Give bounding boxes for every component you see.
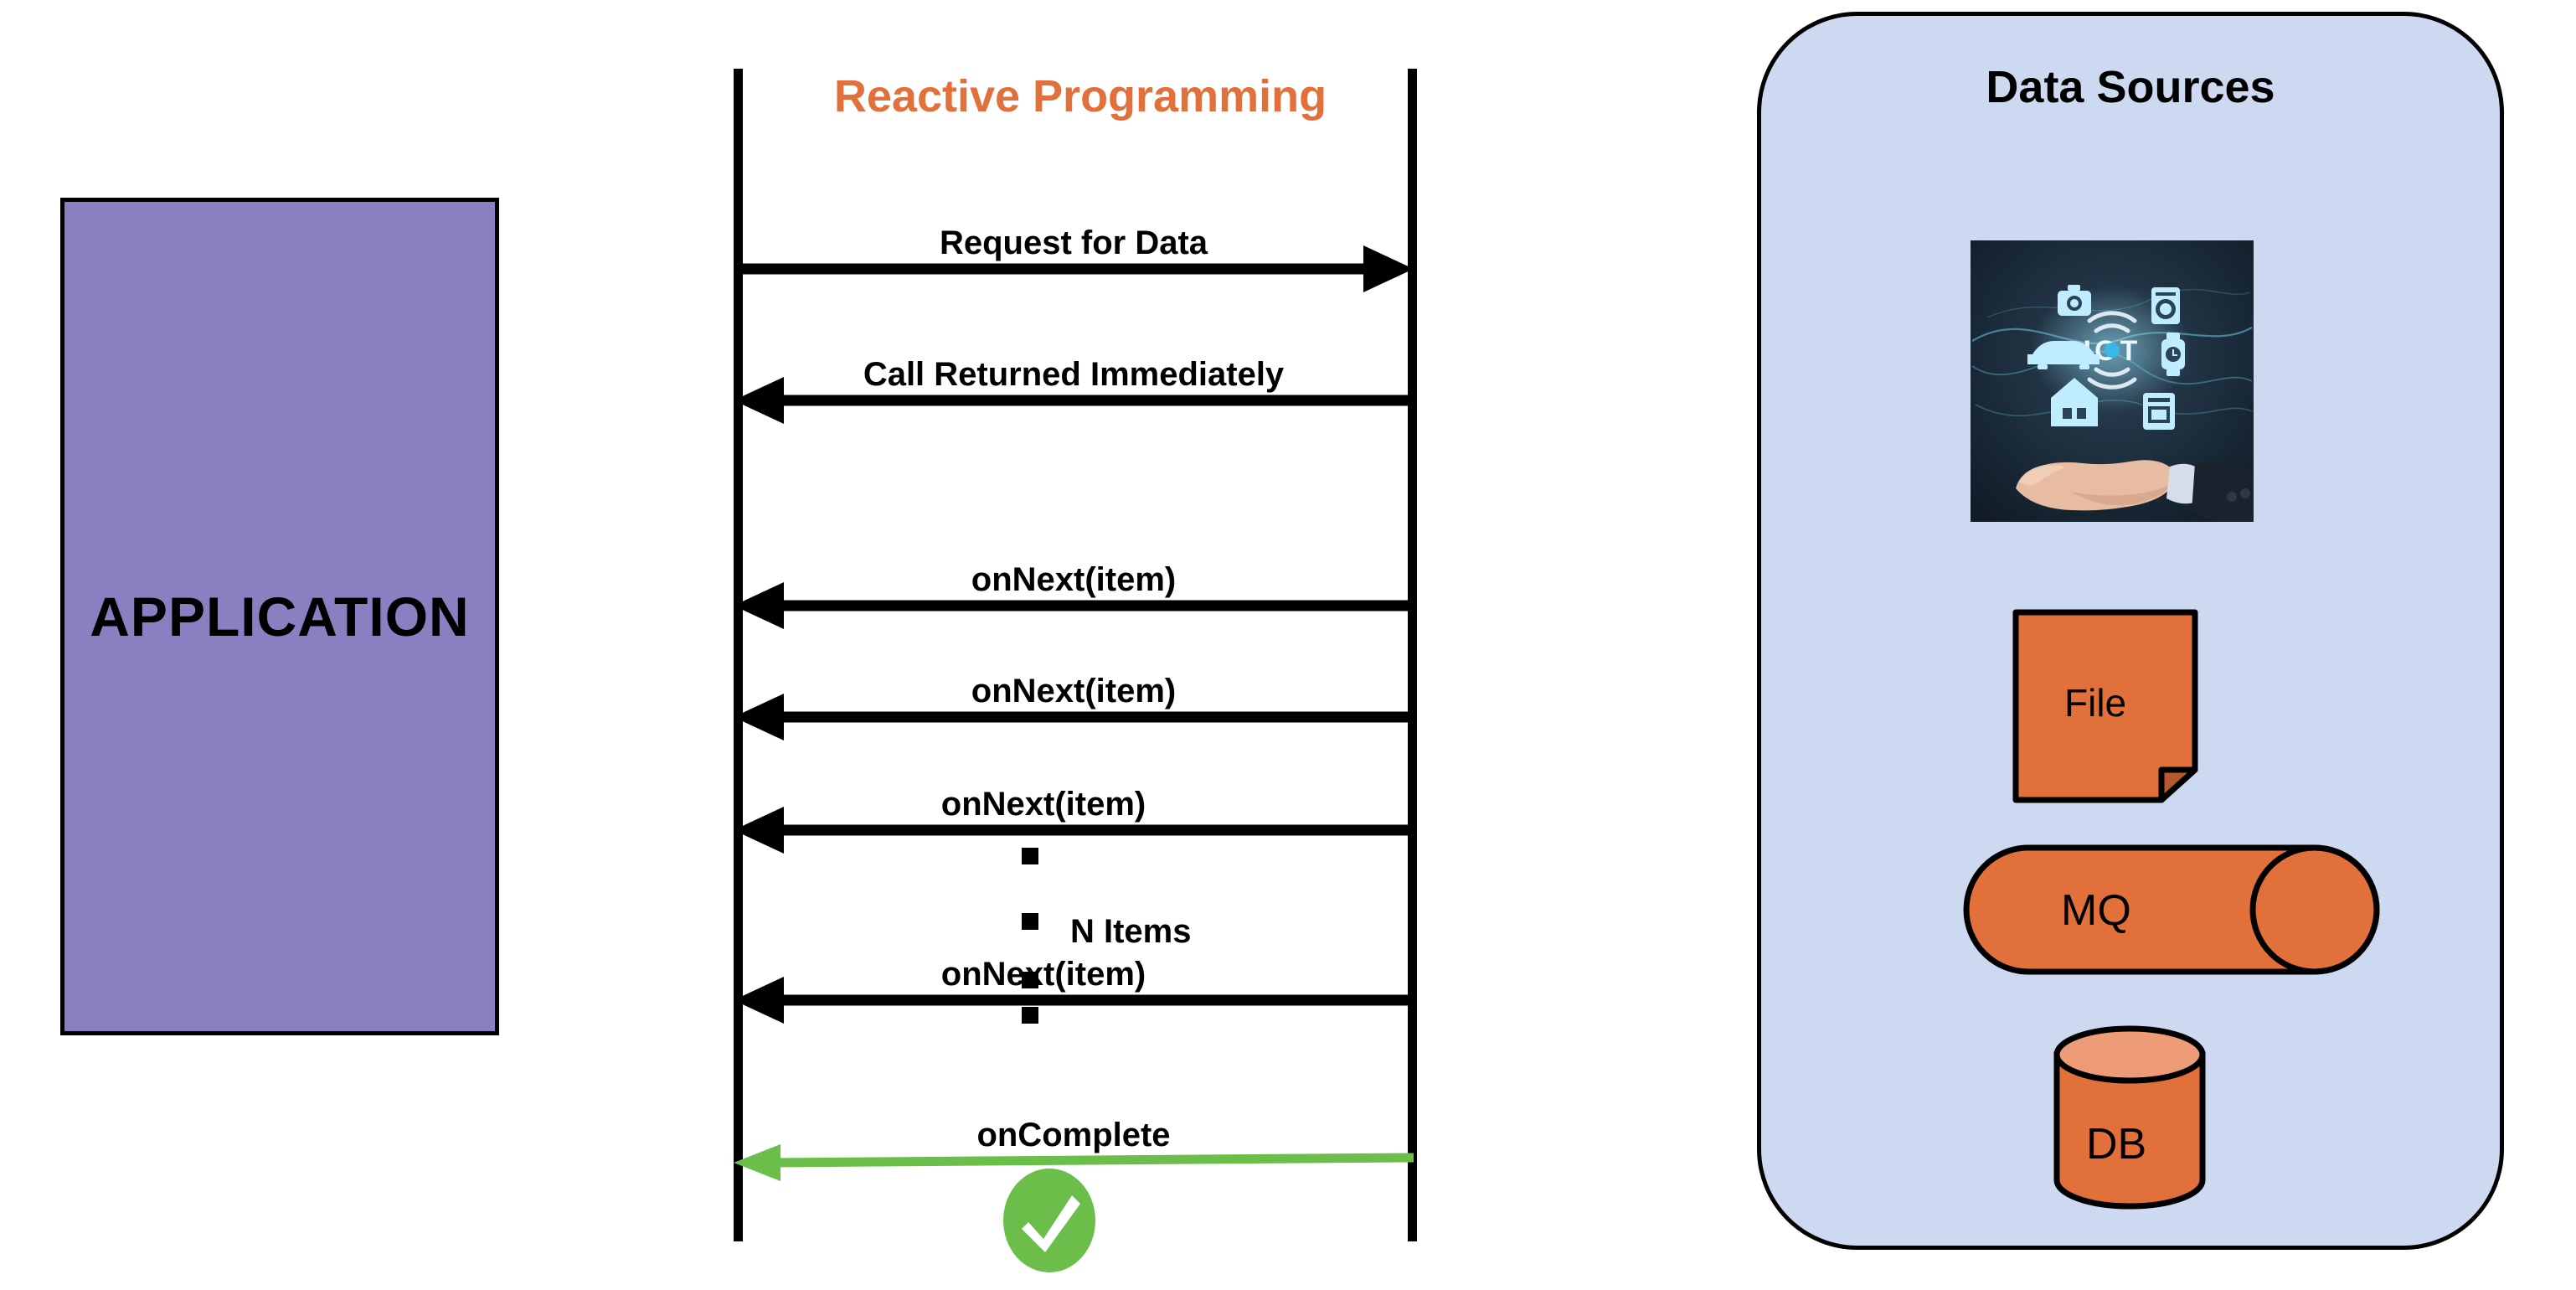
check-circle-icon [1003,1169,1095,1272]
db-label: DB [2086,1120,2146,1169]
application-label: APPLICATION [90,586,470,648]
message-label: Request for Data [939,224,1208,261]
message-label: onNext(item) [940,786,1146,823]
arrow-left-icon [734,582,1414,629]
message-label: onNext(item) [971,673,1177,710]
arrow-left-green-icon [734,1144,1414,1181]
message-onnext-3: onNext(item) [734,786,1414,854]
ellipsis-dots-icon [1022,848,1040,1024]
data-sources-panel: Data Sources [1757,12,2504,1250]
message-onnext-2: onNext(item) [734,673,1414,740]
iot-photo-icon: IOT [1971,240,2254,522]
queue-icon: MQ [1963,844,2380,975]
application-lifeline [734,69,743,1241]
n-items-annotation: N Items [1070,913,1192,950]
message-onnext-n: onNext(item) [734,956,1414,1024]
sequence-diagram: Reactive Programming Request for Data Ca… [703,0,1457,1290]
file-label: File [2064,681,2126,725]
database-icon: DB [2053,1025,2206,1210]
message-label: onNext(item) [940,956,1146,993]
mq-label: MQ [2061,886,2131,935]
arrow-left-icon [734,977,1414,1024]
message-label: onNext(item) [971,561,1177,598]
message-request-for-data: Request for Data [734,224,1414,292]
message-oncomplete: onComplete [734,1117,1414,1181]
arrow-left-icon [734,807,1414,854]
data-sources-title: Data Sources [1986,62,2275,112]
message-label: Call Returned Immediately [863,356,1285,393]
message-label: onComplete [976,1117,1171,1153]
message-onnext-1: onNext(item) [734,561,1414,629]
arrow-left-icon [734,377,1414,424]
arrow-left-icon [734,694,1414,740]
application-box: APPLICATION [60,198,499,1035]
arrow-right-icon [734,245,1414,292]
message-call-returned: Call Returned Immediately [734,356,1414,424]
data-sources-lifeline [1408,69,1417,1241]
document-icon: File [2012,609,2198,803]
sequence-title: Reactive Programming [833,71,1327,121]
